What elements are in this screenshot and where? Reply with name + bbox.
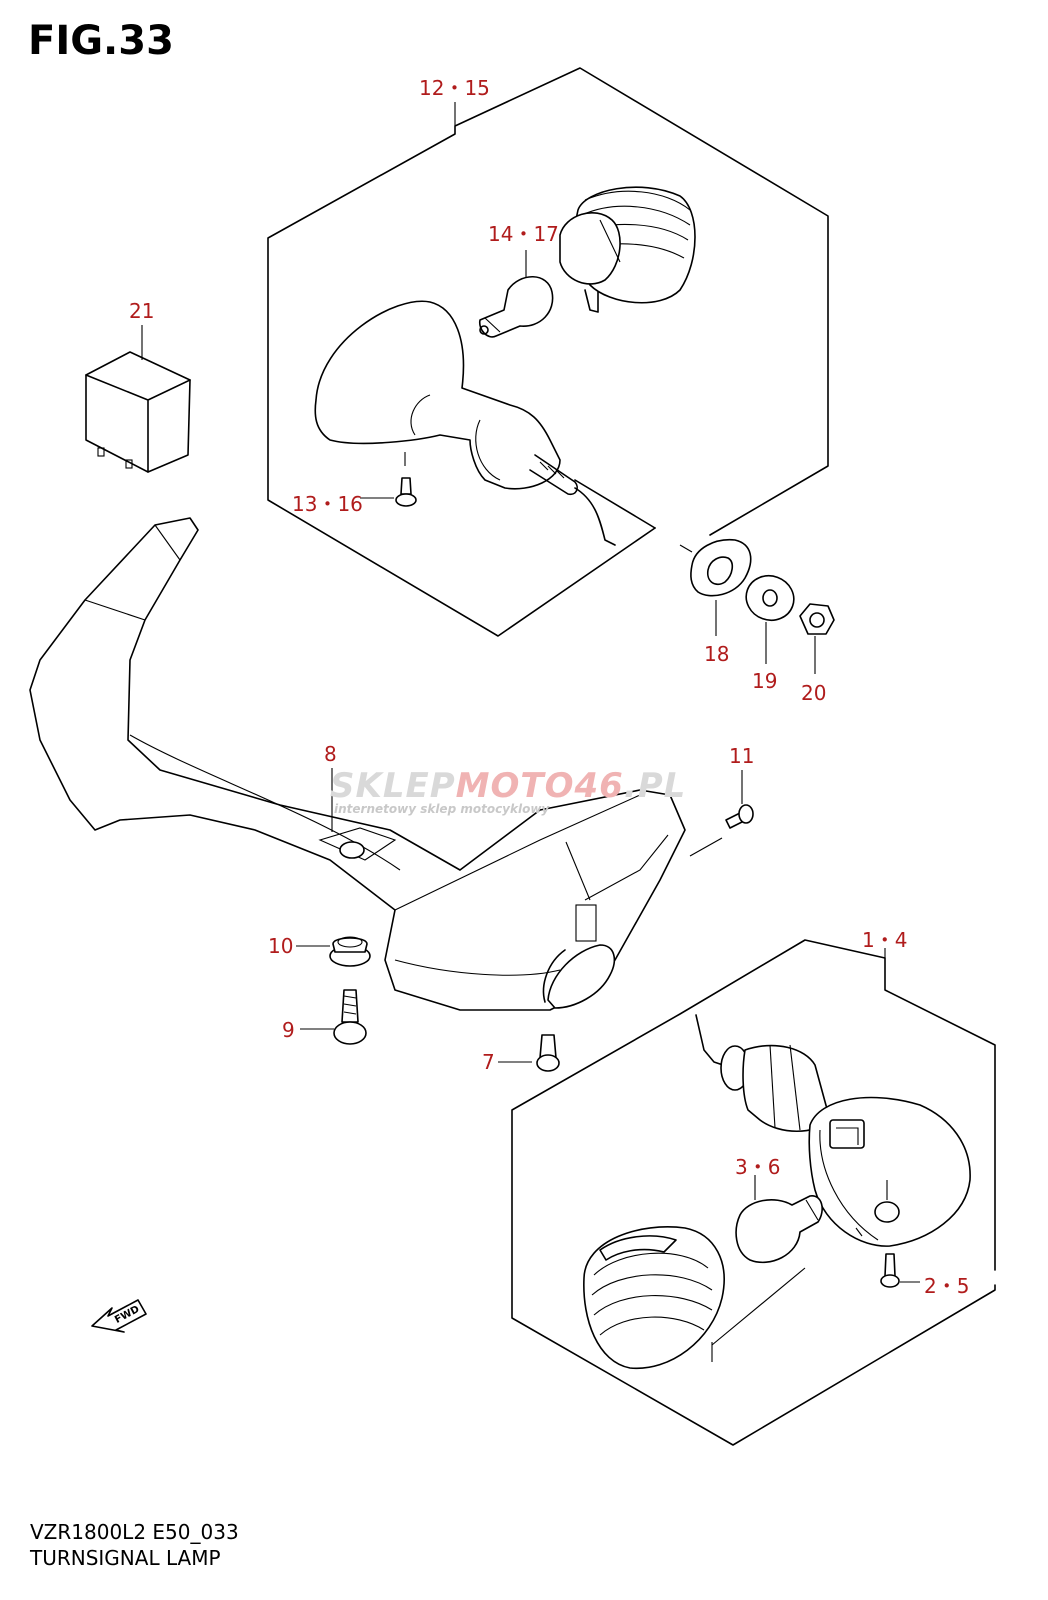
callout-9: 9 bbox=[282, 1018, 295, 1042]
callout-12-15: 12・15 bbox=[419, 76, 490, 100]
callout-18: 18 bbox=[704, 642, 730, 666]
callout-10: 10 bbox=[268, 934, 294, 958]
relay-21 bbox=[85, 325, 191, 473]
figure-title: FIG.33 bbox=[28, 18, 174, 64]
callout-8: 8 bbox=[324, 742, 337, 766]
watermark-tagline: internetowy sklep motocyklowy bbox=[334, 802, 550, 816]
callout-13-16: 13・16 bbox=[292, 492, 363, 516]
watermark-logo: SKLEPMOTO46.PL bbox=[330, 766, 687, 806]
callout-14-17: 14・17 bbox=[488, 222, 559, 246]
upper-bulb bbox=[478, 250, 554, 338]
screw-11 bbox=[725, 770, 754, 829]
fwd-arrow-icon bbox=[91, 1299, 147, 1333]
callout-20: 20 bbox=[801, 681, 827, 705]
washer-19 bbox=[745, 574, 795, 664]
callout-21: 21 bbox=[129, 299, 155, 323]
lower-bulb bbox=[735, 1175, 823, 1264]
lower-housing-body bbox=[695, 1014, 971, 1247]
callout-1-4: 1・4 bbox=[862, 928, 908, 952]
callout-7: 7 bbox=[482, 1050, 495, 1074]
callout-11: 11 bbox=[729, 744, 755, 768]
bracket-8 bbox=[29, 517, 723, 1011]
model-code: VZR1800L2 E50_033 bbox=[30, 1520, 239, 1544]
lower-lens bbox=[583, 1226, 806, 1370]
washer-18 bbox=[679, 539, 752, 636]
upper-lens-housing bbox=[559, 186, 696, 313]
callout-19: 19 bbox=[752, 669, 778, 693]
watermark: SKLEPMOTO46.PL internetowy sklep motocyk… bbox=[330, 766, 686, 816]
upper-assembly-outline bbox=[267, 67, 829, 637]
callout-3-6: 3・6 bbox=[735, 1155, 781, 1179]
bolt-7 bbox=[498, 1034, 560, 1072]
screw-2-5 bbox=[880, 1253, 920, 1288]
figure-caption: TURNSIGNAL LAMP bbox=[30, 1546, 221, 1570]
upper-housing-body bbox=[314, 300, 656, 546]
callout-2-5: 2・5 bbox=[924, 1274, 970, 1298]
bolt-9 bbox=[300, 989, 367, 1045]
lower-assembly-outline bbox=[511, 939, 996, 1446]
grommet-10 bbox=[296, 936, 371, 967]
nut-20 bbox=[799, 603, 835, 674]
screw-13-16 bbox=[360, 477, 417, 507]
